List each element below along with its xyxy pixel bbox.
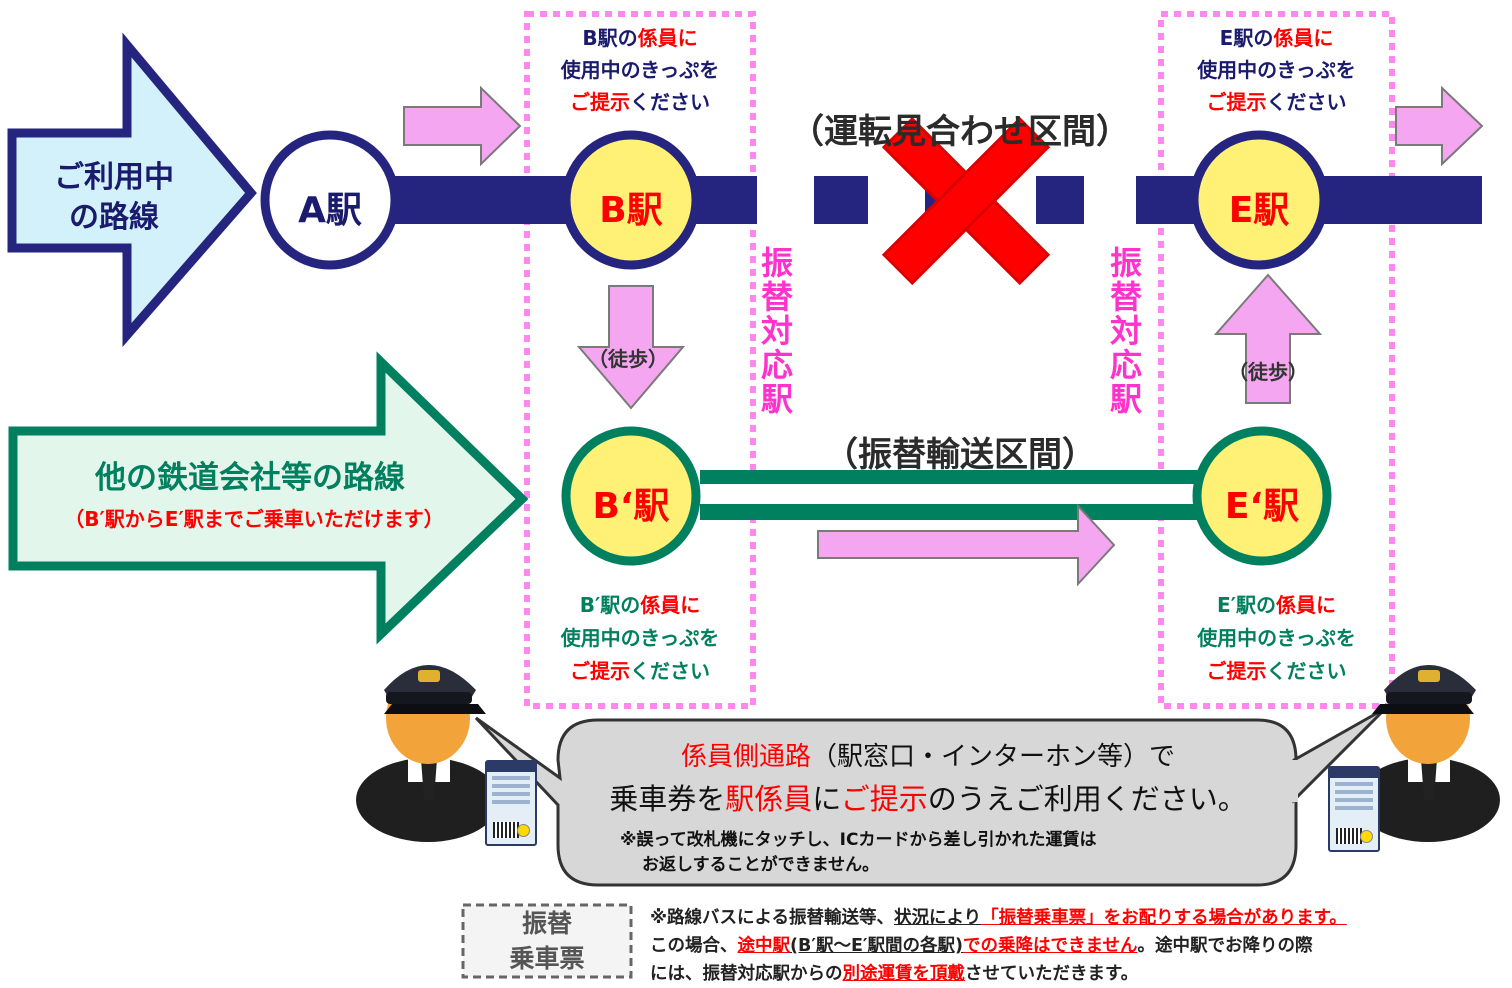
- station-a-label: A駅: [298, 190, 362, 231]
- suspended-section-label: （運転見合わせ区間）: [790, 112, 1130, 152]
- intercom-panel-icon: [1328, 766, 1380, 852]
- footer-note: ※路線バスによる振替輸送等、状況により「振替乗車票」をお配りする場合があります。…: [650, 908, 1347, 984]
- bubble-line-1: 係員側通路（駅窓口・インターホン等）で: [680, 742, 1176, 772]
- notice-e2: E′駅の係員に 使用中のきっぷを ご提示ください: [1197, 593, 1356, 683]
- transfer-line-inner: [700, 484, 1210, 504]
- notice-b2: B′駅の係員に 使用中のきっぷを ご提示ください: [560, 593, 720, 683]
- notice-b: B駅の係員に 使用中のきっぷを ご提示ください: [560, 26, 720, 114]
- tail-join: [1290, 760, 1298, 802]
- station-e2-label: E‘駅: [1224, 486, 1300, 527]
- speech-bubble: [474, 716, 1298, 887]
- other-line-arrow: [8, 351, 529, 645]
- station-staff-icon-right: [1356, 665, 1500, 842]
- walk-label-left: （徒歩）: [588, 347, 668, 371]
- track-segment: [1036, 176, 1084, 224]
- transfer-zone-b: [524, 11, 756, 709]
- walk-arrow-up: [1213, 273, 1323, 404]
- pink-arrow-right: [1395, 85, 1484, 167]
- station-a-circle: [260, 130, 400, 270]
- station-e-circle: [1189, 130, 1329, 270]
- notice-e: E駅の係員に 使用中のきっぷを ご提示ください: [1197, 26, 1356, 114]
- pink-arrow-right: [403, 85, 522, 167]
- bubble-note-1: ※誤って改札機にタッチし、ICカードから差し引かれた運賃は: [620, 830, 1097, 850]
- other-line-title: 他の鉄道会社等の路線: [95, 460, 405, 496]
- track-segment: [1136, 176, 1194, 224]
- walk-label-right: （徒歩）: [1228, 360, 1308, 384]
- intercom-panel-icon: [485, 760, 537, 846]
- station-b-label: B駅: [599, 190, 663, 231]
- transfer-station-label-b: 振替対応駅: [760, 244, 793, 418]
- current-line-arrow: [7, 32, 257, 347]
- walk-arrow-down: [576, 285, 686, 410]
- transfer-station-label-e: 振替対応駅: [1109, 244, 1142, 418]
- transfer-direction-arrow: [817, 503, 1116, 587]
- bubble-line-2: 乗車券を駅係員にご提示のうえご利用ください。: [609, 782, 1247, 816]
- station-e2-circle: [1192, 426, 1332, 566]
- station-e-label: E駅: [1228, 190, 1290, 231]
- other-line-subtitle: （B′駅からE′駅までご乗車いただけます）: [64, 507, 444, 531]
- suspended-x-icon: [881, 116, 1051, 286]
- bubble-note-2: お返しすることができません。: [642, 855, 880, 875]
- transfer-section-label: （振替輸送区間）: [824, 435, 1096, 475]
- transfer-zone-e: [1158, 11, 1395, 709]
- station-staff-icon-left: [356, 665, 500, 842]
- station-b-circle: [561, 130, 701, 270]
- track-segment: [814, 176, 868, 224]
- transfer-ticket-box: [461, 903, 633, 979]
- station-b2-circle: [561, 426, 701, 566]
- transfer-ticket-label: 振替 乗車票: [509, 909, 585, 973]
- station-b2-label: B‘駅: [592, 486, 670, 527]
- current-line-label: ご利用中 の路線: [54, 160, 174, 235]
